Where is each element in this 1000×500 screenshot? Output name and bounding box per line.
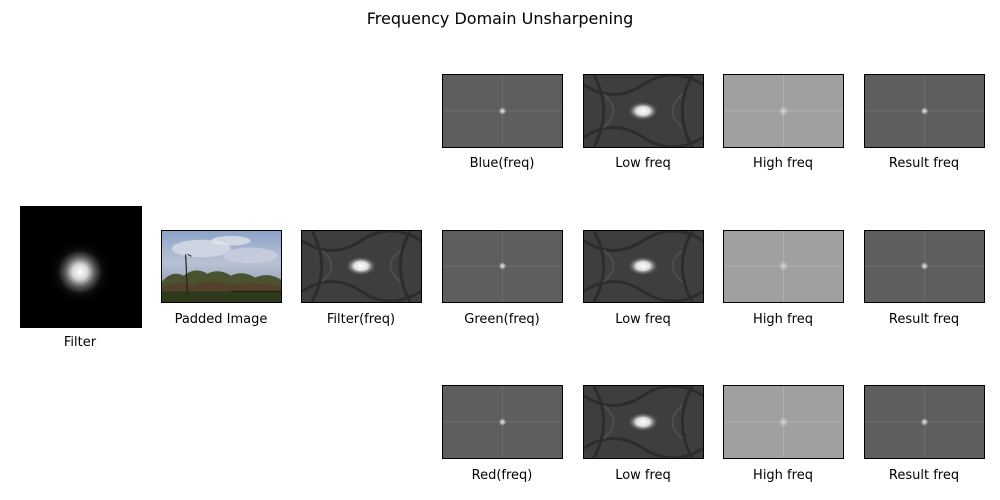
green-low-freq-image	[583, 230, 704, 303]
red-freq-image	[442, 385, 563, 459]
caption-result-freq-2: Result freq	[888, 312, 960, 327]
caption-red-freq: Red(freq)	[471, 468, 533, 483]
filter-image	[20, 206, 142, 328]
caption-low-freq-1: Low freq	[615, 156, 671, 171]
caption-low-freq-3: Low freq	[615, 468, 671, 483]
blue-freq-image	[442, 74, 563, 148]
landscape-photo	[162, 231, 281, 302]
caption-low-freq-2: Low freq	[615, 312, 671, 327]
caption-result-freq-1: Result freq	[888, 156, 960, 171]
caption-filter: Filter	[63, 335, 97, 350]
filter-freq-image	[301, 230, 422, 303]
gaussian-filter-graphic	[21, 207, 141, 327]
caption-filter-freq: Filter(freq)	[326, 312, 396, 327]
padded-image	[161, 230, 282, 303]
caption-high-freq-1: High freq	[753, 156, 813, 171]
caption-padded-image: Padded Image	[174, 312, 268, 327]
blue-result-freq-image	[864, 74, 985, 148]
caption-result-freq-3: Result freq	[888, 468, 960, 483]
filter-spectrum-graphic	[302, 231, 421, 302]
green-result-freq-image	[864, 230, 985, 303]
caption-high-freq-2: High freq	[753, 312, 813, 327]
green-freq-image	[442, 230, 563, 303]
red-low-freq-image	[583, 385, 704, 459]
caption-green-freq: Green(freq)	[464, 312, 540, 327]
red-result-freq-image	[864, 385, 985, 459]
blue-high-freq-image	[723, 74, 844, 148]
caption-blue-freq: Blue(freq)	[469, 156, 535, 171]
red-high-freq-image	[723, 385, 844, 459]
figure-title: Frequency Domain Unsharpening	[366, 9, 634, 28]
blue-low-freq-image	[583, 74, 704, 148]
caption-high-freq-3: High freq	[753, 468, 813, 483]
green-high-freq-image	[723, 230, 844, 303]
